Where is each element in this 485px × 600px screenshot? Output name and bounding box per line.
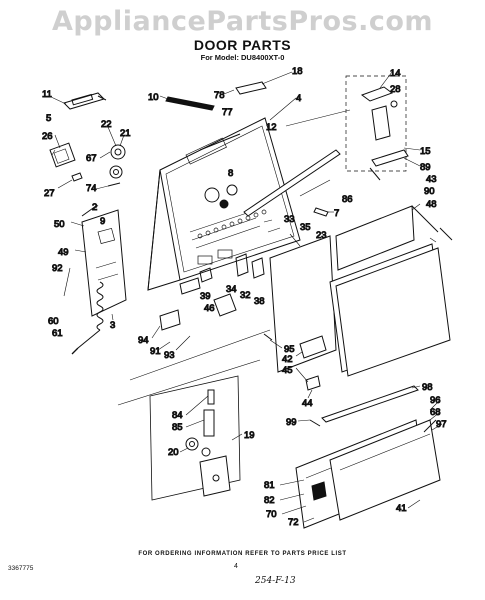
top-latch-assembly — [63, 81, 267, 151]
callout-43: 43 — [426, 174, 437, 185]
callout-12: 12 — [266, 122, 277, 133]
callout-5: 5 — [46, 113, 51, 124]
callout-11: 11 — [42, 89, 52, 100]
callout-97: 97 — [436, 419, 447, 430]
callout-9: 9 — [100, 216, 105, 227]
callout-23: 23 — [316, 230, 327, 241]
page-number: 4 — [234, 563, 238, 570]
callout-68: 68 — [430, 407, 441, 418]
callout-34: 34 — [226, 284, 237, 295]
callout-93: 93 — [164, 350, 175, 361]
hinge-assembly — [345, 75, 409, 181]
callout-labels: 11 5 26 22 21 67 27 74 2 9 50 49 92 60 6… — [42, 66, 448, 529]
callout-15: 15 — [420, 146, 431, 157]
callout-41: 41 — [396, 503, 407, 514]
ordering-note: FOR ORDERING INFORMATION REFER TO PARTS … — [138, 551, 347, 557]
callout-32: 32 — [240, 290, 251, 301]
callout-42: 42 — [282, 354, 293, 365]
callout-84: 84 — [172, 410, 183, 421]
callout-33: 33 — [284, 214, 295, 225]
document-code: 3367775 — [8, 565, 34, 572]
callout-85: 85 — [172, 422, 183, 433]
callout-21: 21 — [120, 128, 131, 139]
side-bracket — [81, 209, 127, 317]
left-small-parts — [49, 142, 126, 217]
callout-74: 74 — [86, 183, 97, 194]
callout-98: 98 — [422, 382, 433, 393]
callout-94: 94 — [138, 335, 149, 346]
callout-4: 4 — [296, 93, 301, 104]
callout-45: 45 — [282, 365, 293, 376]
callout-86: 86 — [342, 194, 353, 205]
callout-38: 38 — [254, 296, 265, 307]
callout-14: 14 — [390, 68, 401, 79]
callout-44: 44 — [302, 398, 313, 409]
callout-81: 81 — [264, 480, 275, 491]
small-bracket — [305, 375, 321, 391]
page-title: DOOR PARTS — [193, 37, 292, 53]
callout-35: 35 — [300, 222, 311, 233]
site-watermark: AppliancePartsPros.com — [51, 6, 434, 37]
control-panel-parts — [295, 385, 441, 529]
callout-82: 82 — [264, 495, 275, 506]
inner-door-panel — [147, 117, 301, 291]
callout-49: 49 — [58, 247, 69, 258]
callout-46: 46 — [204, 303, 215, 314]
callout-28: 28 — [390, 84, 401, 95]
callout-48: 48 — [426, 199, 437, 210]
callout-26: 26 — [42, 131, 53, 142]
callout-2: 2 — [92, 202, 97, 213]
door-cable — [71, 347, 79, 355]
callout-60: 60 — [48, 316, 59, 327]
callout-91: 91 — [150, 346, 161, 357]
callout-72: 72 — [288, 517, 299, 528]
callout-39: 39 — [200, 291, 211, 302]
middle-small-parts — [179, 253, 265, 317]
callout-90: 90 — [424, 186, 435, 197]
callout-99: 99 — [286, 417, 297, 428]
small-clip — [313, 207, 329, 217]
callout-22: 22 — [101, 119, 112, 130]
callout-50: 50 — [54, 219, 65, 230]
callout-78: 78 — [214, 90, 225, 101]
switch-inset-box — [117, 329, 271, 501]
callout-8: 8 — [228, 168, 233, 179]
callout-19: 19 — [244, 430, 255, 441]
model-subtitle: For Model: DU8400XT-0 — [200, 53, 285, 62]
callout-18: 18 — [292, 66, 303, 77]
door-spring — [77, 281, 104, 349]
callout-61: 61 — [52, 328, 63, 339]
callout-77: 77 — [222, 107, 233, 118]
outer-door-panels — [329, 205, 453, 377]
liner-panel — [269, 235, 337, 373]
callout-3: 3 — [110, 320, 115, 331]
callout-92: 92 — [52, 263, 63, 274]
callout-96: 96 — [430, 395, 441, 406]
rod — [243, 149, 341, 217]
leader-lines — [48, 71, 443, 523]
latch-hardware — [159, 309, 327, 359]
callout-20: 20 — [168, 447, 179, 458]
callout-95: 95 — [284, 344, 295, 355]
callout-89: 89 — [420, 162, 431, 173]
callout-7: 7 — [334, 208, 339, 219]
handwritten-code: 254-F-13 — [255, 576, 296, 586]
callout-10: 10 — [148, 92, 159, 103]
callout-67: 67 — [86, 153, 97, 164]
callout-70: 70 — [266, 509, 277, 520]
vent-strip — [165, 96, 215, 111]
callout-27: 27 — [44, 188, 55, 199]
